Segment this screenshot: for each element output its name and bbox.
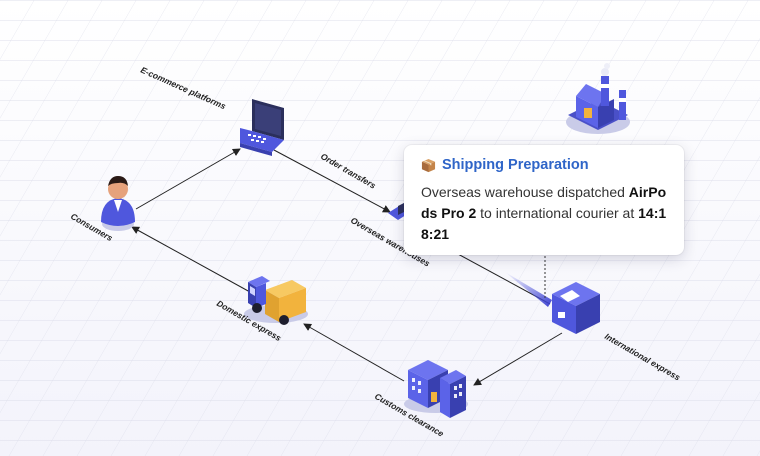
- arrow-domestic-to-consumers: [131, 226, 251, 293]
- consumer-person-icon[interactable]: [101, 176, 135, 231]
- arrow-platforms-to-warehouses: [273, 149, 391, 213]
- tooltip-title: Shipping Preparation: [442, 157, 589, 173]
- arrow-consumers-to-platforms: [135, 148, 241, 210]
- customs-building-icon[interactable]: [404, 360, 468, 418]
- arrow-express-to-customs: [473, 332, 563, 386]
- laptop-icon[interactable]: [240, 99, 284, 156]
- tooltip-body: Overseas warehouse dispatched AirPods Pr…: [421, 182, 670, 245]
- tooltip-header: Shipping Preparation: [421, 157, 670, 173]
- shipping-tooltip: Shipping Preparation Overseas warehouse …: [404, 145, 684, 255]
- tooltip-time: 14:18:21: [421, 205, 667, 242]
- delivery-truck-icon[interactable]: [244, 276, 308, 325]
- tooltip-text-middle: to international courier at: [476, 205, 639, 221]
- active-flow-highlight: [505, 272, 552, 307]
- package-icon: [421, 158, 436, 172]
- factory-icon[interactable]: [566, 63, 630, 134]
- shipping-box-icon[interactable]: [552, 282, 600, 334]
- arrow-customs-to-domestic: [303, 323, 405, 382]
- tooltip-text-prefix: Overseas warehouse dispatched: [421, 184, 629, 200]
- tooltip-product: AirPods Pro 2: [421, 184, 667, 221]
